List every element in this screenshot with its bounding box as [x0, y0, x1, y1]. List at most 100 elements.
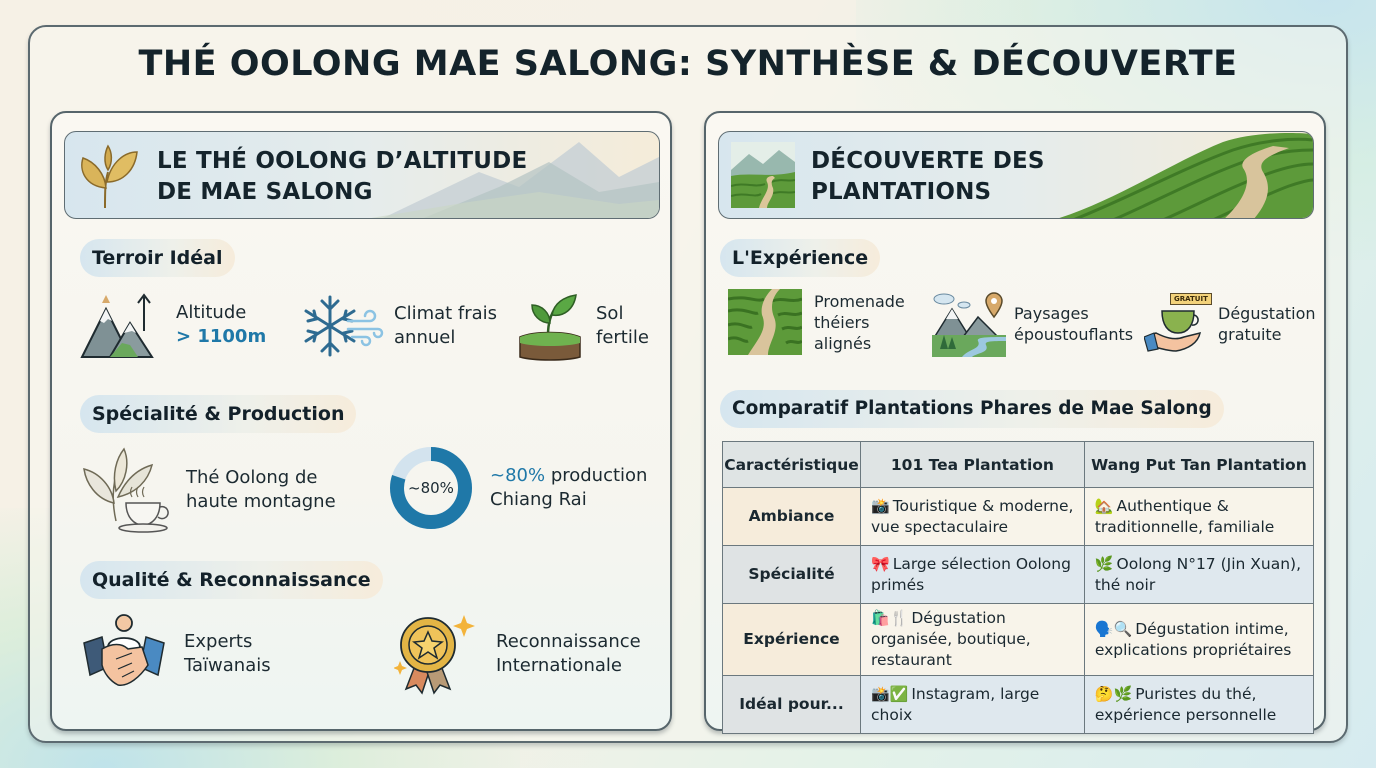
row-label-experience: Expérience [722, 603, 861, 676]
cell-101-ambiance: 📸Touristique & moderne, vue spectaculair… [860, 487, 1085, 546]
thinking-herb-icon: 🤔🌿 [1094, 684, 1133, 703]
cell-text: Instagram, large choix [871, 684, 1040, 724]
cell-wang-specialite: 🌿Oolong N°17 (Jin Xuan), thé noir [1083, 545, 1315, 604]
feature-climate-text: Climat frais annuel [394, 302, 497, 350]
feature-label: annuel [394, 327, 456, 348]
feature-label: théiers [814, 312, 870, 332]
feature-label: alignés [814, 333, 872, 353]
leaf-icon: 🌿 [1094, 554, 1114, 573]
feature-recognition-text: Reconnaissance Internationale [496, 630, 641, 678]
feature-label: Experts [184, 631, 253, 652]
camera-check-icon: 📸✅ [871, 684, 909, 703]
feature-degustation-text: Dégustation gratuite [1218, 303, 1316, 345]
feature-production-share: ~80% ~80% production Chiang Rai [388, 445, 647, 531]
tea-terraces-background-icon [1059, 132, 1313, 218]
tea-leaves-cup-icon [83, 447, 169, 533]
feature-label: Reconnaissance [496, 631, 641, 652]
golden-tea-leaf-icon [81, 144, 138, 209]
camera-icon: 📸 [871, 496, 890, 515]
feature-label: haute montagne [186, 491, 336, 512]
feature-altitude: Altitude > 1100m [80, 289, 266, 361]
shopping-fork-icon: 🛍️🍴 [871, 609, 909, 627]
cell-text: Touristique & moderne, vue spectaculaire [871, 496, 1074, 536]
banner-plantations: DÉCOUVERTE DES PLANTATIONS [718, 131, 1314, 219]
cell-text: Authentique & traditionnelle, familiale [1094, 496, 1275, 536]
section-heading-comparatif: Comparatif Plantations Phares de Mae Sal… [720, 390, 1224, 428]
cell-text: Oolong N°17 (Jin Xuan), thé noir [1094, 554, 1302, 594]
feature-oolong-haute-montagne: Thé Oolong de haute montagne [82, 447, 336, 533]
house-icon: 🏡 [1094, 496, 1114, 515]
mountains-background-icon [371, 142, 659, 218]
table-header-row: Caractéristique 101 Tea Plantation Wang … [722, 441, 1315, 488]
cell-text: Large sélection Oolong primés [871, 554, 1071, 594]
production-line1: ~80% production [490, 464, 647, 488]
banner-title-line2: DE MAE SALONG [157, 179, 373, 205]
award-medal-icon [394, 615, 475, 695]
gratuit-badge: GRATUIT [1170, 293, 1212, 305]
cell-wang-ideal: 🤔🌿Puristes du thé, expérience personnell… [1083, 675, 1315, 734]
feature-promenade-text: Promenade théiers alignés [814, 291, 905, 354]
cell-wang-experience: 🗣️🔍Dégustation intime, explications prop… [1083, 603, 1315, 676]
feature-degustation: GRATUIT Dégustation gratuite [1144, 293, 1316, 355]
table-row: Spécialité 🎀Large sélection Oolong primé… [722, 545, 1315, 604]
landscape-pin-icon [932, 292, 1006, 357]
banner-title: LE THÉ OOLONG D’ALTITUDE DE MAE SALONG [157, 146, 527, 208]
feature-label: fertile [596, 327, 649, 348]
feature-label: Promenade [814, 291, 905, 311]
cell-101-ideal: 📸✅Instagram, large choix [860, 675, 1085, 734]
feature-label: Thé Oolong de [186, 467, 318, 488]
cell-text: Dégustation intime, explications proprié… [1094, 619, 1292, 659]
production-percent: ~80% [490, 465, 546, 486]
row-label-ideal-pour: Idéal pour... [722, 675, 861, 734]
feature-label: Sol [596, 303, 624, 324]
section-heading-terroir: Terroir Idéal [80, 239, 235, 277]
row-label-specialite: Spécialité [722, 545, 861, 604]
table-row: Ambiance 📸Touristique & moderne, vue spe… [722, 487, 1315, 546]
feature-label: Dégustation [1218, 304, 1316, 323]
banner-title-line2: PLANTATIONS [811, 179, 992, 205]
section-heading-experience: L'Expérience [720, 239, 881, 277]
feature-recognition: Reconnaissance Internationale [394, 613, 641, 695]
column-header-101-tea: 101 Tea Plantation [860, 441, 1085, 488]
feature-paysages-text: Paysages époustouflants [1014, 303, 1133, 345]
cell-101-specialite: 🎀Large sélection Oolong primés [860, 545, 1085, 604]
comparison-table: Caractéristique 101 Tea Plantation Wang … [722, 441, 1315, 734]
feature-label: Paysages [1014, 304, 1089, 323]
feature-oolong-text: Thé Oolong de haute montagne [186, 466, 336, 514]
soil-sprout-icon [519, 294, 581, 361]
table-row: Idéal pour... 📸✅Instagram, large choix 🤔… [722, 675, 1315, 734]
feature-soil: Sol fertile [518, 291, 649, 361]
snowflake-wind-icon [304, 295, 384, 357]
feature-label: époustouflants [1014, 325, 1134, 344]
mountain-altitude-icon [80, 293, 154, 358]
feature-label: Taïwanais [184, 655, 271, 676]
handshake-expert-icon [83, 614, 165, 686]
column-header-wang-put-tan: Wang Put Tan Plantation [1083, 441, 1315, 488]
section-heading-qualite: Qualité & Reconnaissance [80, 561, 383, 599]
feature-production-text: ~80% production Chiang Rai [490, 464, 647, 512]
donut-chart: ~80% [388, 445, 474, 531]
feature-experts-text: Experts Taïwanais [184, 630, 271, 678]
production-label: production [545, 465, 648, 486]
feature-soil-text: Sol fertile [596, 302, 649, 350]
feature-climate: Climat frais annuel [304, 293, 497, 359]
feature-label: gratuite [1218, 325, 1282, 344]
tea-rows-path-icon [728, 289, 802, 355]
feature-promenade: Promenade théiers alignés [728, 289, 905, 355]
speaking-magnifier-icon: 🗣️🔍 [1094, 619, 1133, 638]
panel-plantations: DÉCOUVERTE DES PLANTATIONS L'Expérience … [704, 111, 1326, 734]
cell-text: Dégustation organisée, boutique, restaur… [871, 609, 1031, 669]
tea-hills-landscape-icon [731, 142, 795, 208]
banner-title: DÉCOUVERTE DES PLANTATIONS [811, 146, 1045, 208]
free-tasting-cup-icon: GRATUIT [1144, 293, 1212, 355]
feature-label: Altitude [176, 302, 247, 323]
production-region: Chiang Rai [490, 489, 587, 510]
cell-text: Puristes du thé, expérience personnelle [1094, 684, 1277, 724]
feature-label: Climat frais [394, 303, 498, 324]
banner-title-line1: LE THÉ OOLONG D’ALTITUDE [157, 148, 528, 174]
banner-title-line1: DÉCOUVERTE DES [811, 148, 1045, 174]
donut-label: ~80% [408, 479, 454, 497]
feature-label: Internationale [496, 655, 622, 676]
column-header-caracteristique: Caractéristique [722, 441, 861, 488]
panel-oolong-altitude: LE THÉ OOLONG D’ALTITUDE DE MAE SALONG T… [50, 111, 672, 731]
